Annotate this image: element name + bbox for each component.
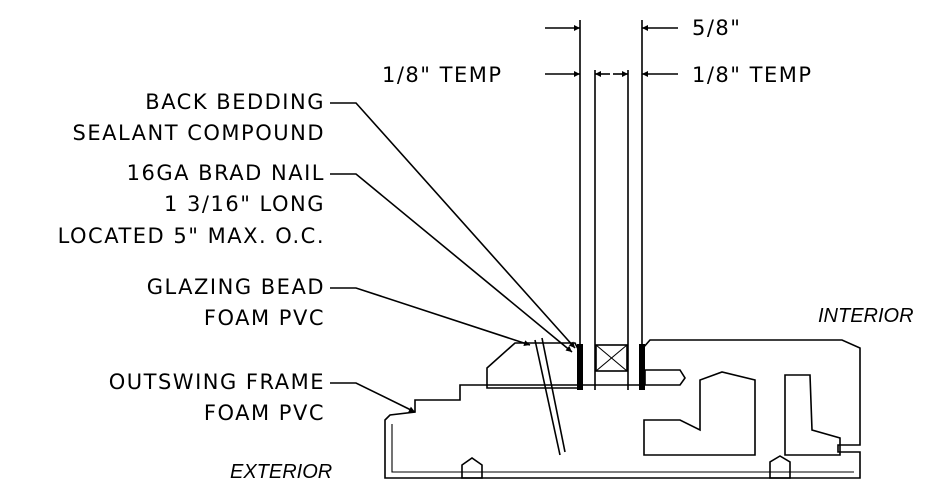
- left-glass-dimension-label: 1/8" TEMP: [382, 63, 503, 87]
- overall-dimension-label: 5/8": [692, 16, 741, 40]
- sealant-bead-exterior: [577, 344, 583, 390]
- brad-nail: [534, 339, 561, 456]
- bead-label-line1: GLAZING BEAD: [147, 275, 325, 299]
- nail-label-line1: 16GA BRAD NAIL: [127, 161, 325, 185]
- nail-label-line3: LOCATED 5" MAX. O.C.: [58, 224, 325, 248]
- bead-label-line2: FOAM PVC: [204, 306, 325, 330]
- sealant-label-line1: BACK BEDDING: [145, 90, 325, 114]
- callout-leaders: [330, 102, 576, 413]
- exterior-side-label: EXTERIOR: [230, 461, 332, 483]
- insulated-glass-unit: [534, 20, 645, 456]
- frame-label-line1: OUTSWING FRAME: [109, 370, 325, 394]
- dimension-lines: [545, 25, 678, 77]
- sealant-label-line2: SEALANT COMPOUND: [73, 121, 325, 145]
- glazing-bead: [486, 342, 581, 389]
- glass-spacer: [595, 344, 628, 372]
- sealant-bead-interior: [639, 344, 645, 390]
- interior-side-label: INTERIOR: [818, 305, 914, 327]
- outswing-frame-profile: [384, 339, 861, 479]
- nail-label-line2: 1 3/16" LONG: [164, 192, 325, 216]
- right-glass-dimension-label: 1/8" TEMP: [692, 63, 813, 87]
- frame-label-line2: FOAM PVC: [204, 401, 325, 425]
